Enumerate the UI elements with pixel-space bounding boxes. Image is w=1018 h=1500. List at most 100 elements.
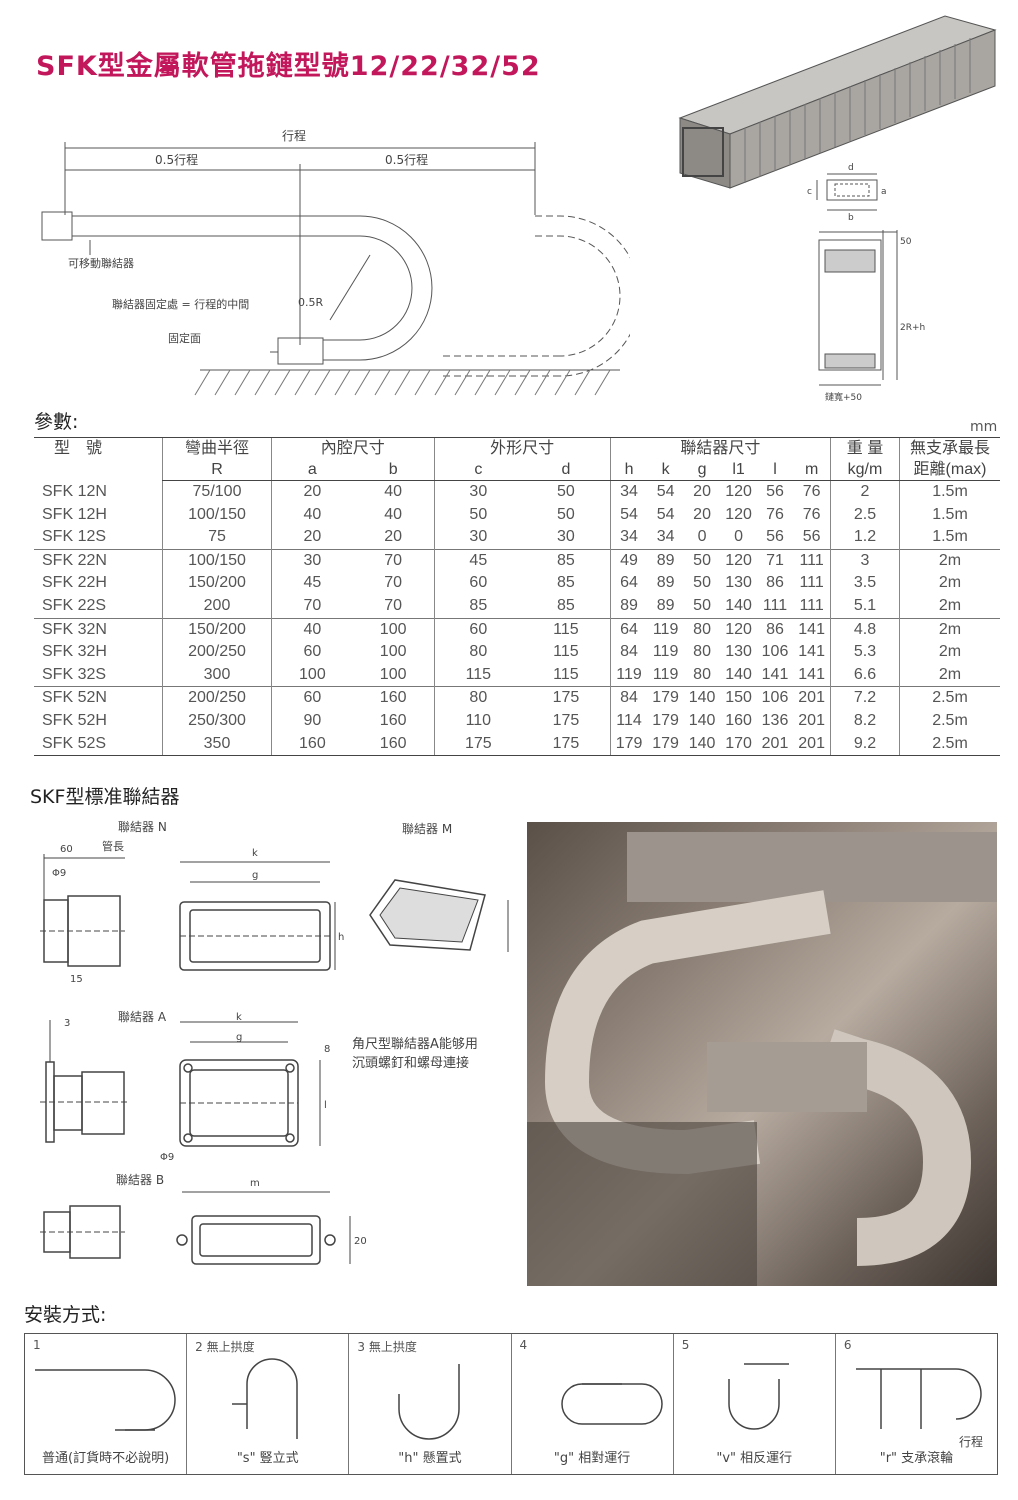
install-method-3: 3 無上拱度 "h" 懸置式 bbox=[348, 1334, 510, 1474]
table-cell: 100 bbox=[379, 665, 407, 683]
table-cell: 60 bbox=[270, 686, 353, 710]
table-cell: 170 bbox=[720, 732, 757, 757]
model-cell: SFK 32S bbox=[42, 665, 107, 683]
table-cell: 80 bbox=[433, 641, 523, 664]
table-cell: 2m bbox=[899, 663, 1000, 687]
table-cell: 75 bbox=[162, 526, 272, 550]
table-cell: 50 bbox=[693, 596, 711, 614]
install-caption: "g" 相對運行 bbox=[553, 1451, 631, 1466]
dim-b-label: b bbox=[848, 213, 854, 223]
table-cell: 60 bbox=[433, 617, 523, 642]
table-cell: 89 bbox=[656, 574, 675, 592]
header-span-sub: 距離(max) bbox=[899, 459, 1000, 481]
table-cell: 110 bbox=[433, 709, 523, 733]
stroke-label: 行程 bbox=[282, 128, 306, 143]
table-cell: 20 bbox=[693, 483, 711, 500]
table-cell: 120 bbox=[725, 483, 752, 500]
table-cell: 56 bbox=[766, 528, 784, 546]
table-cell: 90 bbox=[270, 709, 353, 733]
table-cell: 50 bbox=[557, 505, 575, 523]
table-cell: 200/250 bbox=[162, 686, 272, 710]
table-cell: 2.5 bbox=[830, 503, 900, 527]
table-cell: 100/150 bbox=[162, 503, 272, 527]
connector-note-line2: 沉頭螺釘和螺母連接 bbox=[352, 1056, 470, 1071]
table-cell: 140 bbox=[688, 711, 716, 729]
table-cell: 84 bbox=[609, 686, 648, 710]
install-num: 6 bbox=[843, 1338, 852, 1352]
install-methods: 1 普通(訂貨時不必說明) 2 無上拱度 "s" 豎立式 3 無上拱度 "h" … bbox=[24, 1333, 998, 1475]
table-cell: 30 bbox=[270, 548, 353, 573]
table-cell: 7.2 bbox=[830, 686, 900, 710]
model-cell: SFK 22S bbox=[42, 596, 107, 614]
table-cell: 6.6 bbox=[830, 663, 900, 687]
table-cell: 250/300 bbox=[162, 709, 272, 733]
table-cell: 50 bbox=[683, 548, 721, 573]
cross-section-diagram: d a c b 50 2R+h 鏈寬+50 bbox=[807, 163, 925, 403]
table-cell: 120 bbox=[720, 548, 757, 573]
install-caption: "v" 相反運行 bbox=[716, 1451, 793, 1466]
header-inner-b: b bbox=[352, 459, 435, 481]
table-cell: 45 bbox=[433, 548, 523, 573]
half-stroke-right-label: 0.5行程 bbox=[385, 152, 428, 167]
model-cell: SFK 32N bbox=[34, 617, 163, 642]
table-cell: 160 bbox=[725, 711, 752, 729]
table-cell: 140 bbox=[683, 686, 721, 710]
table-cell: 120 bbox=[720, 617, 757, 642]
table-cell: 2.5m bbox=[899, 709, 1000, 733]
table-cell: 114 bbox=[609, 709, 648, 733]
model-cell: SFK 12S bbox=[42, 528, 107, 546]
chain-width-label: 鏈寬+50 bbox=[825, 391, 862, 403]
table-cell: 130 bbox=[725, 574, 752, 592]
table-cell: 89 bbox=[656, 596, 675, 614]
table-cell: 179 bbox=[652, 711, 679, 729]
table-cell: 350 bbox=[162, 732, 272, 757]
table-cell: 106 bbox=[761, 643, 789, 661]
table-cell: 71 bbox=[756, 548, 794, 573]
table-cell: 60 bbox=[433, 572, 523, 595]
machine-photo bbox=[527, 822, 997, 1286]
table-cell: 80 bbox=[693, 643, 711, 661]
install-method-1: 1 普通(訂貨時不必說明) bbox=[25, 1334, 186, 1474]
conn-b-label: 聯結器 B bbox=[116, 1173, 165, 1187]
params-heading: 參數: bbox=[34, 411, 79, 433]
table-cell: 179 bbox=[647, 686, 684, 710]
table-cell: 2m bbox=[899, 617, 1000, 642]
install-num: 3 bbox=[357, 1340, 365, 1354]
table-cell: 40 bbox=[384, 505, 403, 523]
install-num: 4 bbox=[519, 1338, 528, 1352]
table-cell: 2m bbox=[899, 641, 1000, 664]
table-cell: 70 bbox=[384, 596, 403, 614]
table-cell: 86 bbox=[766, 574, 784, 592]
dim-g-label: g bbox=[252, 870, 258, 881]
table-cell: 2m bbox=[899, 572, 1000, 595]
table-cell: 5.3 bbox=[830, 641, 900, 664]
header-inner-a: a bbox=[270, 459, 353, 481]
radius-label: 0.5R bbox=[298, 296, 323, 309]
dim-l-label: l bbox=[324, 1100, 327, 1111]
table-cell: 141 bbox=[798, 665, 825, 683]
dim-60-label: 60 bbox=[60, 844, 73, 855]
dim-2r-h-label: 2R+h bbox=[900, 323, 925, 333]
table-cell: 34 bbox=[609, 480, 648, 504]
table-cell: 160 bbox=[379, 711, 407, 729]
table-cell: 56 bbox=[802, 528, 821, 546]
table-cell: 160 bbox=[270, 732, 353, 757]
fixed-surface-label: 固定面 bbox=[168, 332, 201, 345]
table-cell: 84 bbox=[609, 641, 648, 664]
connector-note-line1: 角尺型聯結器A能够用 bbox=[352, 1037, 478, 1052]
header-conn-g: g bbox=[683, 459, 721, 481]
table-cell: 119 bbox=[609, 663, 648, 687]
header-outer: 外形尺寸 bbox=[433, 437, 611, 459]
table-cell: 0 bbox=[734, 528, 743, 546]
chain-product-image bbox=[678, 15, 997, 189]
table-cell: 175 bbox=[433, 732, 523, 757]
table-cell: 2m bbox=[899, 548, 1000, 573]
dim-20-label: 20 bbox=[354, 1236, 367, 1247]
table-cell: 115 bbox=[433, 663, 523, 687]
